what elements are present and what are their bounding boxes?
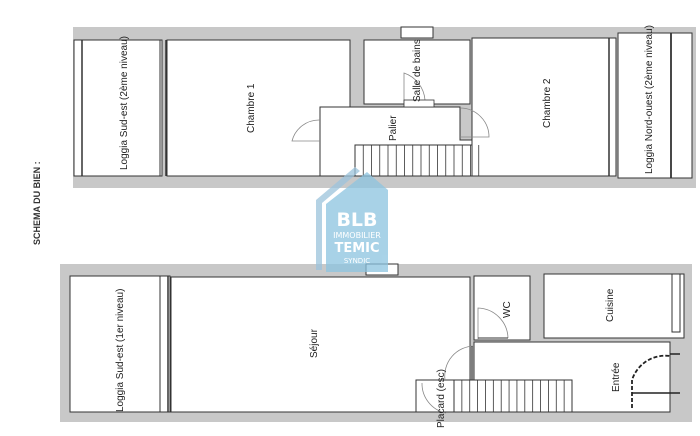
label-chambre-2: Chambre 2 <box>542 78 553 128</box>
logo-temic: TEMIC <box>334 241 379 256</box>
label-salle-de-bains: Salle de bains <box>412 39 423 102</box>
label-loggia-sud-est-2: Loggia Sud-est (2ème niveau) <box>119 36 130 170</box>
label-sejour: Séjour <box>309 328 320 358</box>
logo-blb: BLB <box>336 209 377 231</box>
label-cuisine: Cuisine <box>605 288 616 322</box>
label-loggia-nord-ouest-2: Loggia Nord-ouest (2ème niveau) <box>644 25 655 174</box>
label-placard: Placard (esc) <box>436 369 447 428</box>
logo-immobilier: IMMOBILIER <box>333 231 381 240</box>
page-title: SCHEMA DU BIEN : <box>32 161 42 245</box>
room-wc <box>473 275 531 341</box>
room-chambre-2 <box>471 37 617 177</box>
upper-level <box>73 26 696 188</box>
room-loggia-sud-est-1 <box>69 275 171 413</box>
logo-syndic: SYNDIC <box>344 257 370 265</box>
room-loggia-sud-est-2 <box>73 39 163 177</box>
logo-house-outline-icon <box>316 167 360 270</box>
label-palier: Palier <box>388 115 399 141</box>
lower-level <box>60 263 692 422</box>
label-loggia-sud-est-1: Loggia Sud-est (1er niveau) <box>115 289 126 412</box>
label-chambre-1: Chambre 1 <box>246 83 257 133</box>
room-cuisine <box>543 273 685 339</box>
window-sdb <box>400 26 434 39</box>
blb-temic-logo: BLB IMMOBILIER TEMIC SYNDIC <box>316 167 388 272</box>
label-entree: Entrée <box>611 362 622 392</box>
room-loggia-nord-ouest-2 <box>617 32 693 179</box>
room-salle-de-bains <box>363 39 471 105</box>
label-wc: WC <box>502 301 513 318</box>
logo-house-icon <box>326 172 388 272</box>
stairs-lower <box>453 379 573 413</box>
